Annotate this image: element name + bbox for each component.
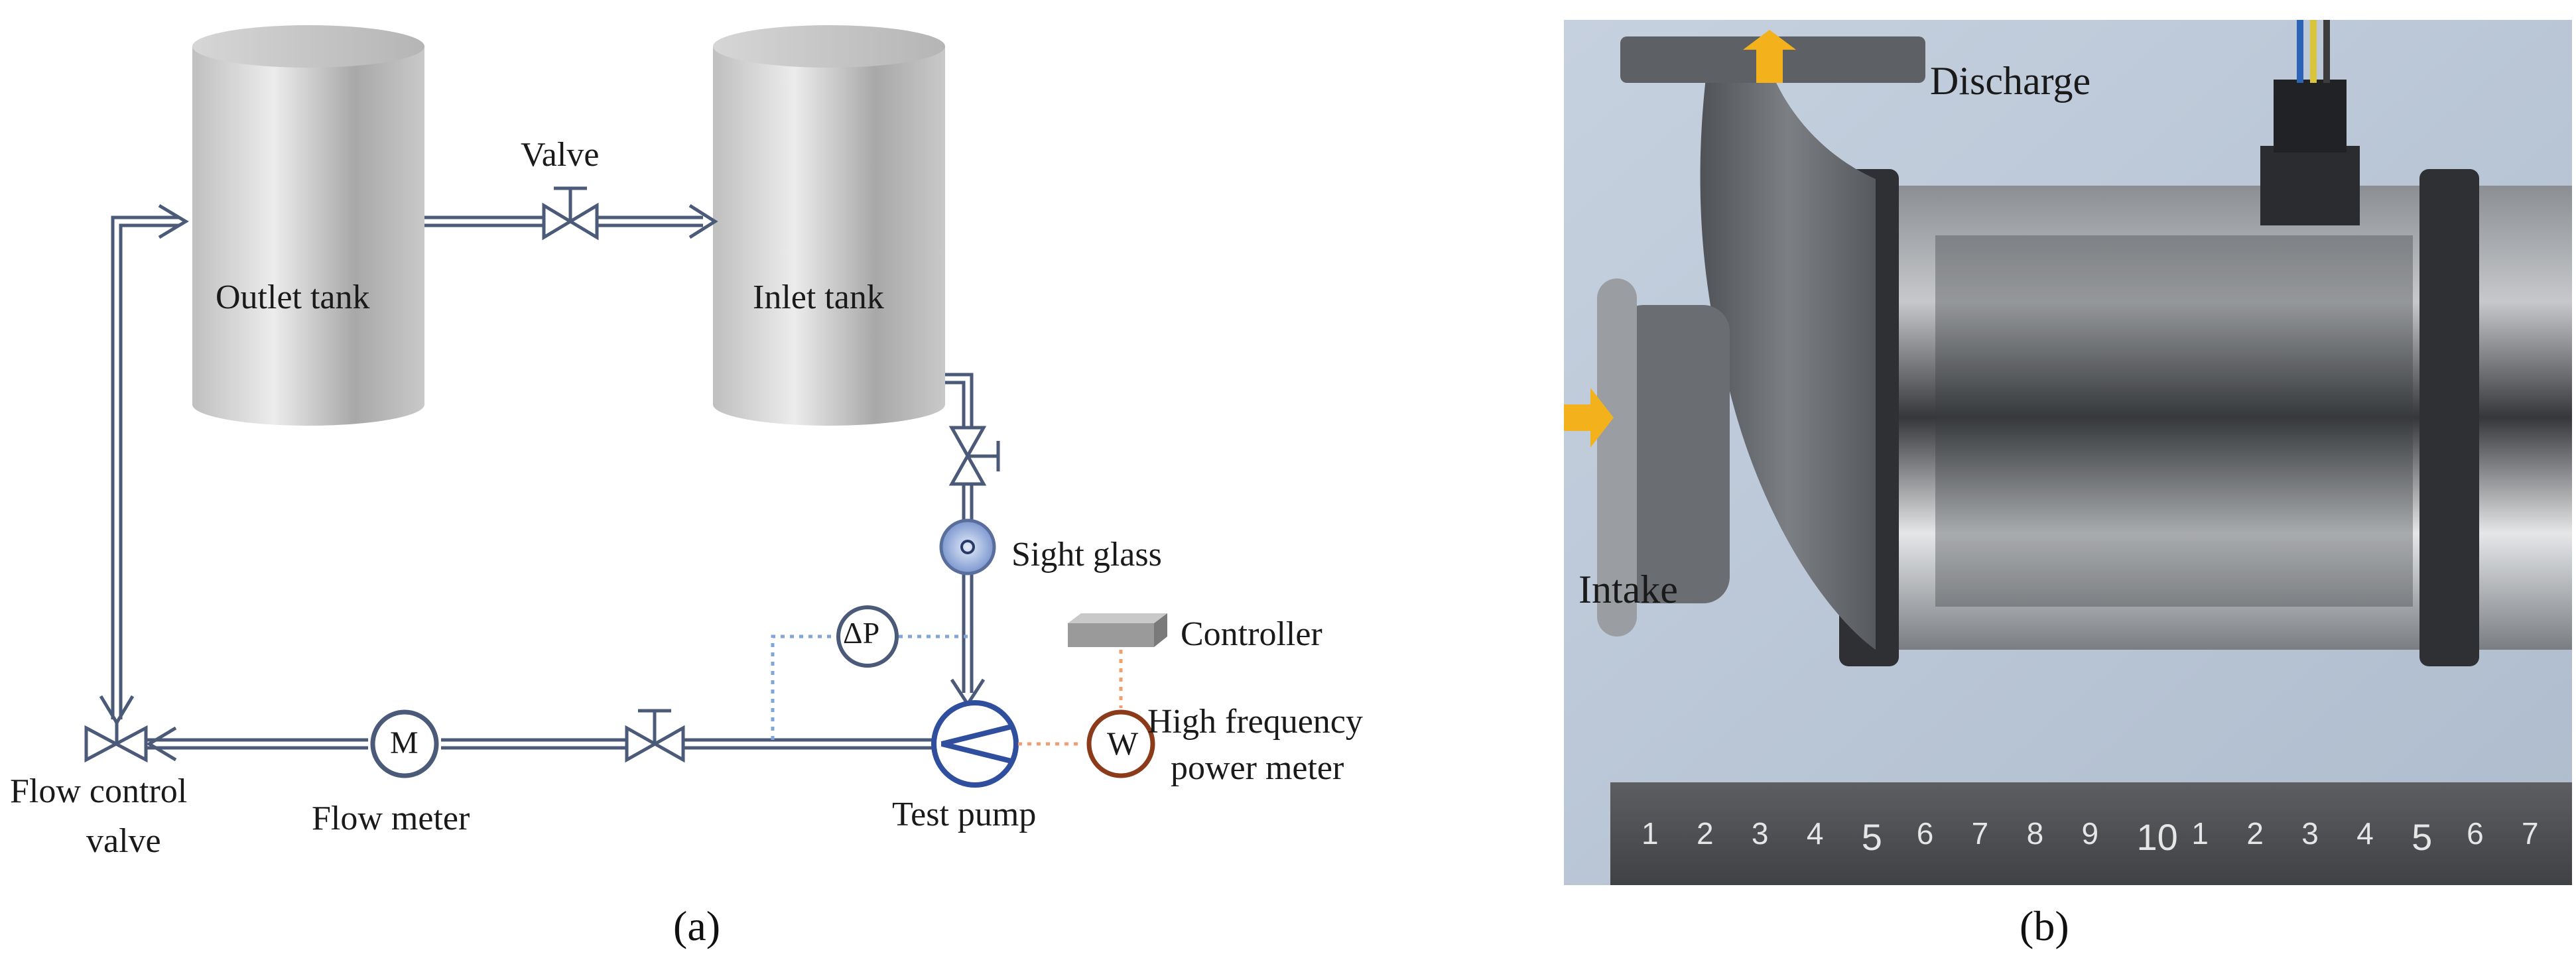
ruler-tick-label: 1 — [2191, 816, 2209, 851]
test-pump-symbol — [931, 700, 1019, 788]
intake-arrow — [1564, 388, 1614, 448]
flow-meter-symbol-label: M — [390, 725, 419, 760]
ruler-tick-label: 5 — [2412, 816, 2433, 858]
steel-ruler — [1610, 782, 2572, 885]
valve-label: Valve — [521, 136, 600, 174]
flow-meter-symbol — [370, 709, 439, 778]
intake-label: Intake — [1578, 568, 1678, 611]
discharge-label: Discharge — [1930, 59, 2091, 103]
inlet-valve-symbol — [948, 426, 1000, 486]
flow-meter-label: Flow meter — [312, 800, 470, 837]
ruler-tick-label: 8 — [2026, 816, 2044, 851]
pressure-tap-lines — [771, 634, 968, 740]
power-meter-symbol-label: W — [1107, 725, 1139, 762]
outlet-tank-label: Outlet tank — [216, 278, 370, 316]
ruler-tick-label: 3 — [2301, 816, 2319, 851]
ruler-tick-label: 5 — [1861, 816, 1882, 858]
outlet-tank — [192, 25, 424, 426]
sight-glass-symbol — [939, 518, 996, 575]
motor-connector — [2260, 20, 2360, 225]
ruler-tick-label: 9 — [2081, 816, 2099, 851]
ruler-tick-label: 7 — [1971, 816, 1989, 851]
ruler-tick-label: 2 — [2246, 816, 2264, 851]
inlet-tank — [713, 25, 945, 426]
ruler-tick-label: 10 — [2136, 816, 2178, 858]
power-meter-lines — [1018, 650, 1123, 746]
pump-illustration — [1564, 20, 2572, 885]
flow-control-label-line1: Flow control — [10, 772, 188, 810]
flow-control-label-line2: valve — [86, 822, 161, 860]
ruler-tick-label: 1 — [1642, 816, 1659, 851]
power-meter-label-line1: High frequency — [1147, 703, 1363, 741]
ruler-tick-label: 6 — [1916, 816, 1934, 851]
discharge-arrow — [1743, 30, 1796, 83]
mid-valve-symbol — [625, 709, 685, 763]
controller-label: Controller — [1181, 615, 1322, 653]
pump-volute — [1597, 36, 1925, 650]
pump-photo — [1564, 20, 2572, 885]
power-meter-label-line2: power meter — [1171, 749, 1344, 787]
controller-box — [1068, 613, 1167, 647]
pipe-network — [111, 215, 974, 750]
power-meter-symbol — [1086, 709, 1155, 778]
ruler-tick-label: 4 — [1806, 816, 1824, 851]
sight-glass-label: Sight glass — [1011, 536, 1162, 574]
inlet-tank-label: Inlet tank — [753, 278, 884, 316]
ruler-tick-label: 6 — [2467, 816, 2484, 851]
ruler-tick-label: 2 — [1696, 816, 1714, 851]
panel-b-caption: (b) — [2020, 902, 2069, 949]
delta-p-symbol: ΔP — [843, 616, 880, 650]
schematic-diagram — [84, 25, 1167, 788]
motor-body — [1839, 169, 2572, 666]
ruler-tick-label: 7 — [2522, 816, 2539, 851]
differential-pressure-gauge — [836, 605, 899, 668]
ruler-tick-label: 4 — [2356, 816, 2374, 851]
ruler-tick-label: 3 — [1751, 816, 1769, 851]
top-valve-symbol — [542, 186, 599, 241]
flow-control-valve-symbol — [84, 719, 148, 763]
panel-a-caption: (a) — [673, 902, 721, 949]
test-pump-label: Test pump — [892, 796, 1037, 833]
